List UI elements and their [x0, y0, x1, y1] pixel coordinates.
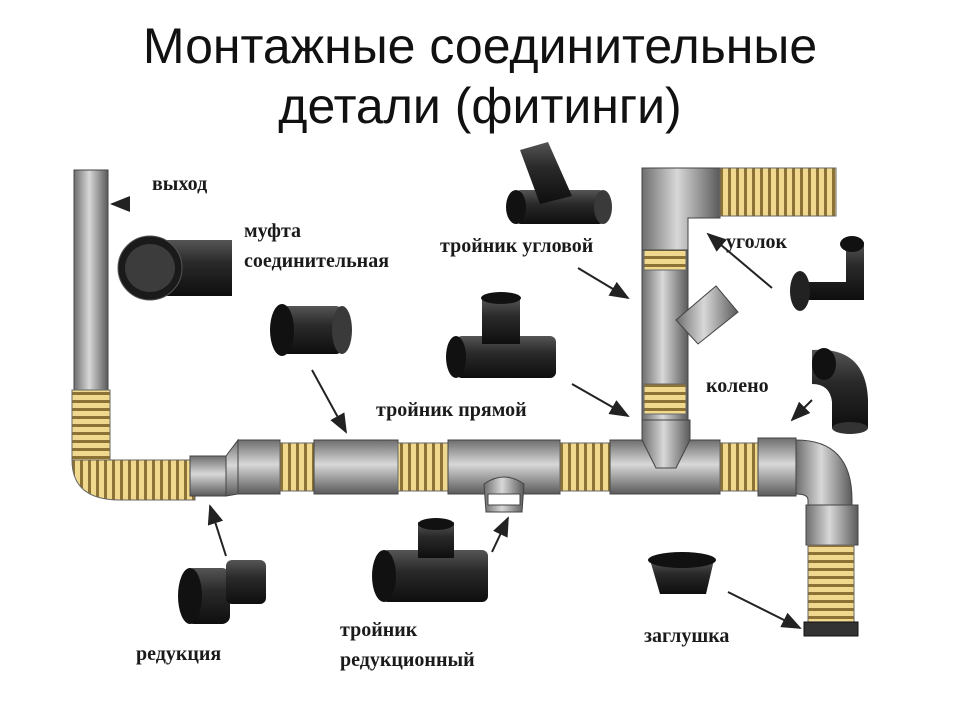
elbow-fitting [790, 236, 864, 311]
corrugated-riser-2 [643, 383, 687, 415]
label-outlet: выход [152, 173, 207, 195]
title-line-1: Монтажные соединительные [142, 18, 818, 74]
title-line-2: детали (фитинги) [278, 78, 682, 134]
straight-tee-fitting [446, 292, 556, 378]
coupling-installed-right [757, 437, 797, 497]
page-title: Монтажные соединительные детали (фитинги… [0, 0, 960, 136]
arrow-elbow [706, 232, 773, 289]
elbow-installed [641, 167, 721, 251]
arrow-straight-tee [571, 383, 630, 417]
plug-fitting [648, 552, 716, 594]
arrow-coupling [311, 369, 347, 434]
label-coupling-2: соединительная [244, 250, 389, 272]
straight-tee-branch [483, 476, 525, 513]
arrow-reducer [207, 504, 227, 557]
label-straight-tee: тройник прямой [376, 399, 527, 421]
reducing-tee-fitting [372, 518, 488, 602]
arrow-angle-tee [577, 267, 630, 300]
label-reducing-tee-1: тройник [340, 619, 418, 641]
label-bend: колено [706, 375, 769, 397]
angle-tee-fitting [506, 142, 612, 224]
label-angle-tee: тройник угловой [440, 235, 593, 257]
angle-tee-branch [675, 285, 739, 345]
coupling-installed-2 [313, 439, 399, 495]
coupling-fitting [117, 235, 232, 301]
corrugated-segment-4 [719, 442, 759, 492]
corrugated-segment-2 [397, 442, 449, 492]
label-reducing-tee-2: редукционный [340, 649, 475, 671]
coupling-installed-down [805, 504, 859, 546]
bend-fitting [812, 348, 868, 434]
label-reducer: редукция [136, 643, 221, 665]
plug-installed [803, 621, 859, 637]
arrow-plug [727, 591, 802, 629]
corrugated-segment-1 [279, 442, 315, 492]
label-coupling-1: муфта [244, 220, 301, 242]
bend-installed [795, 439, 853, 511]
label-plug: заглушка [644, 625, 729, 647]
corrugated-riser-1 [643, 247, 687, 271]
coupling-installed-1 [237, 439, 281, 495]
arrow-reducing-tee [491, 516, 509, 553]
corrugated-bend [71, 459, 196, 501]
label-elbow: уголок [726, 231, 788, 253]
reducer-cone [225, 438, 239, 497]
reducer-fitting-installed [189, 455, 227, 497]
corrugated-segment-3 [559, 442, 611, 492]
coupling-small-fitting [270, 304, 352, 356]
corrugated-top-right [719, 167, 837, 217]
reducer-fitting [178, 560, 266, 624]
corrugated-segment-down [807, 544, 855, 626]
outlet-pipe [73, 169, 109, 391]
outlet-pipe-corrugated [71, 389, 111, 461]
arrow-bend [790, 399, 813, 422]
